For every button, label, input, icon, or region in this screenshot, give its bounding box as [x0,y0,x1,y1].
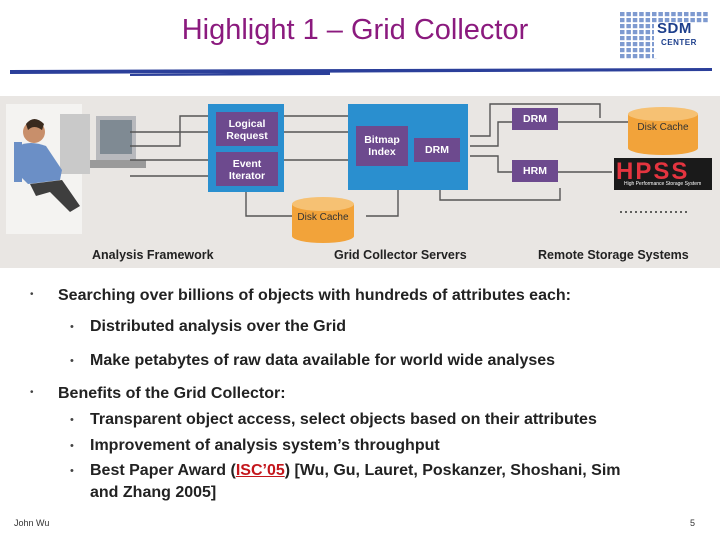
award-text-pre: Best Paper Award ( [90,462,236,479]
drm-center-label: DRM [425,144,449,156]
bullet-2-sub-3-line2: and Zhang 2005] [90,484,217,501]
bullet-marker: • [30,289,34,300]
sub-bullet-marker: • [70,440,74,452]
hpss-logo: HPSS High Performance Storage System [614,158,712,190]
isc05-link[interactable]: ISC’05 [235,462,285,479]
award-text-post: ) [Wu, Gu, Lauret, Poskanzer, Shoshani, … [284,462,621,479]
drm-center-box [414,138,460,162]
sdm-center-logo [620,12,710,60]
logo-text-sdm: SDM [657,20,692,37]
event-iterator-box [216,152,278,186]
drm-right-label: DRM [523,113,547,125]
bullet-2-sub-2: Improvement of analysis system’s through… [90,437,440,454]
disk-cache-center-label: Disk Cache [297,212,349,223]
caption-remote-storage-systems: Remote Storage Systems [538,248,689,262]
bullet-1-text: Searching over billions of objects with … [58,287,571,304]
caption-analysis-framework: Analysis Framework [92,248,214,262]
sub-bullet-marker: • [70,355,74,367]
disk-cache-right-label: Disk Cache [637,122,689,133]
event-iterator-label: Event Iterator [228,158,266,182]
hpss-logo-subtitle: High Performance Storage System [624,181,702,187]
architecture-diagram [6,103,698,243]
sub-bullet-marker: • [70,465,74,477]
disk-cache-center-cylinder [292,197,354,243]
hrm-label: HRM [523,165,547,177]
hrm-box [512,160,558,182]
caption-grid-collector-servers: Grid Collector Servers [334,248,467,262]
analyst-photo [6,104,146,234]
logical-request-label: Logical Request [226,118,268,142]
sub-bullet-marker: • [70,414,74,426]
title-underline [10,68,712,76]
bullet-2-text: Benefits of the Grid Collector: [58,385,286,402]
bullet-1-sub-1: Distributed analysis over the Grid [90,318,347,335]
bullet-2-sub-1: Transparent object access, select object… [90,411,597,428]
bitmap-index-box [356,126,408,166]
bullet-1-sub-2: Make petabytes of raw data available for… [90,352,556,369]
slide-title: Highlight 1 – Grid Collector [181,14,529,46]
logical-request-box [216,112,278,146]
bullet-2-sub-3: Best Paper Award (ISC’05) [Wu, Gu, Laure… [90,460,621,482]
drm-right-box [512,108,558,130]
hpss-logo-text: HPSS [616,158,690,185]
logo-text-center: CENTER [661,38,697,47]
bitmap-index-label: Bitmap Index [364,134,400,158]
disk-cache-right-cylinder [628,107,698,155]
sub-bullet-marker: • [70,321,74,333]
architecture-figure: Logical Request Event Iterator Bitmap In… [0,96,720,268]
page-number: 5 [690,518,696,528]
footer-author: John Wu [14,518,50,528]
bullet-marker: • [30,387,34,398]
